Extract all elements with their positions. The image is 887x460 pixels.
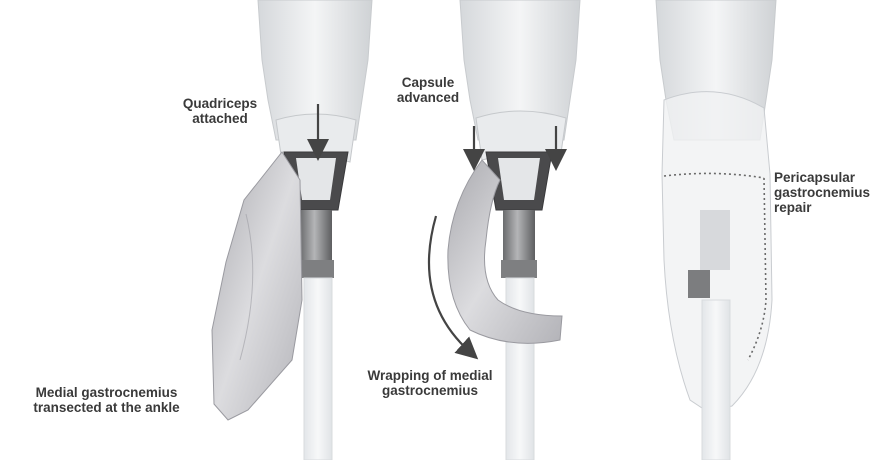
label-line: attached — [160, 111, 280, 126]
implant-body — [700, 210, 730, 270]
label-line: gastrocnemius — [774, 185, 884, 200]
label-line: Capsule — [378, 75, 478, 90]
label-line: gastrocnemius — [344, 383, 516, 398]
label-wrapping-medial-gastrocnemius: Wrapping of medial gastrocnemius — [344, 368, 516, 398]
implant-body — [503, 210, 535, 265]
medial-gastrocnemius-flap — [212, 152, 302, 420]
label-medial-gastrocnemius: Medial gastrocnemius transected at the a… — [4, 385, 209, 415]
tibia-shaft — [702, 300, 730, 460]
label-line: Medial gastrocnemius — [4, 385, 209, 400]
label-pericapsular-repair: Pericapsular gastrocnemius repair — [774, 170, 884, 215]
label-line: advanced — [378, 90, 478, 105]
tibia-shaft — [304, 278, 332, 460]
panel-3-pericapsular-repair — [656, 0, 776, 460]
label-line: repair — [774, 200, 884, 215]
label-line: Pericapsular — [774, 170, 884, 185]
label-line: transected at the ankle — [4, 400, 209, 415]
implant-body — [300, 210, 332, 265]
label-quadriceps-attached: Quadriceps attached — [160, 96, 280, 126]
label-capsule-advanced: Capsule advanced — [378, 75, 478, 105]
label-line: Quadriceps — [160, 96, 280, 111]
label-line: Wrapping of medial — [344, 368, 516, 383]
